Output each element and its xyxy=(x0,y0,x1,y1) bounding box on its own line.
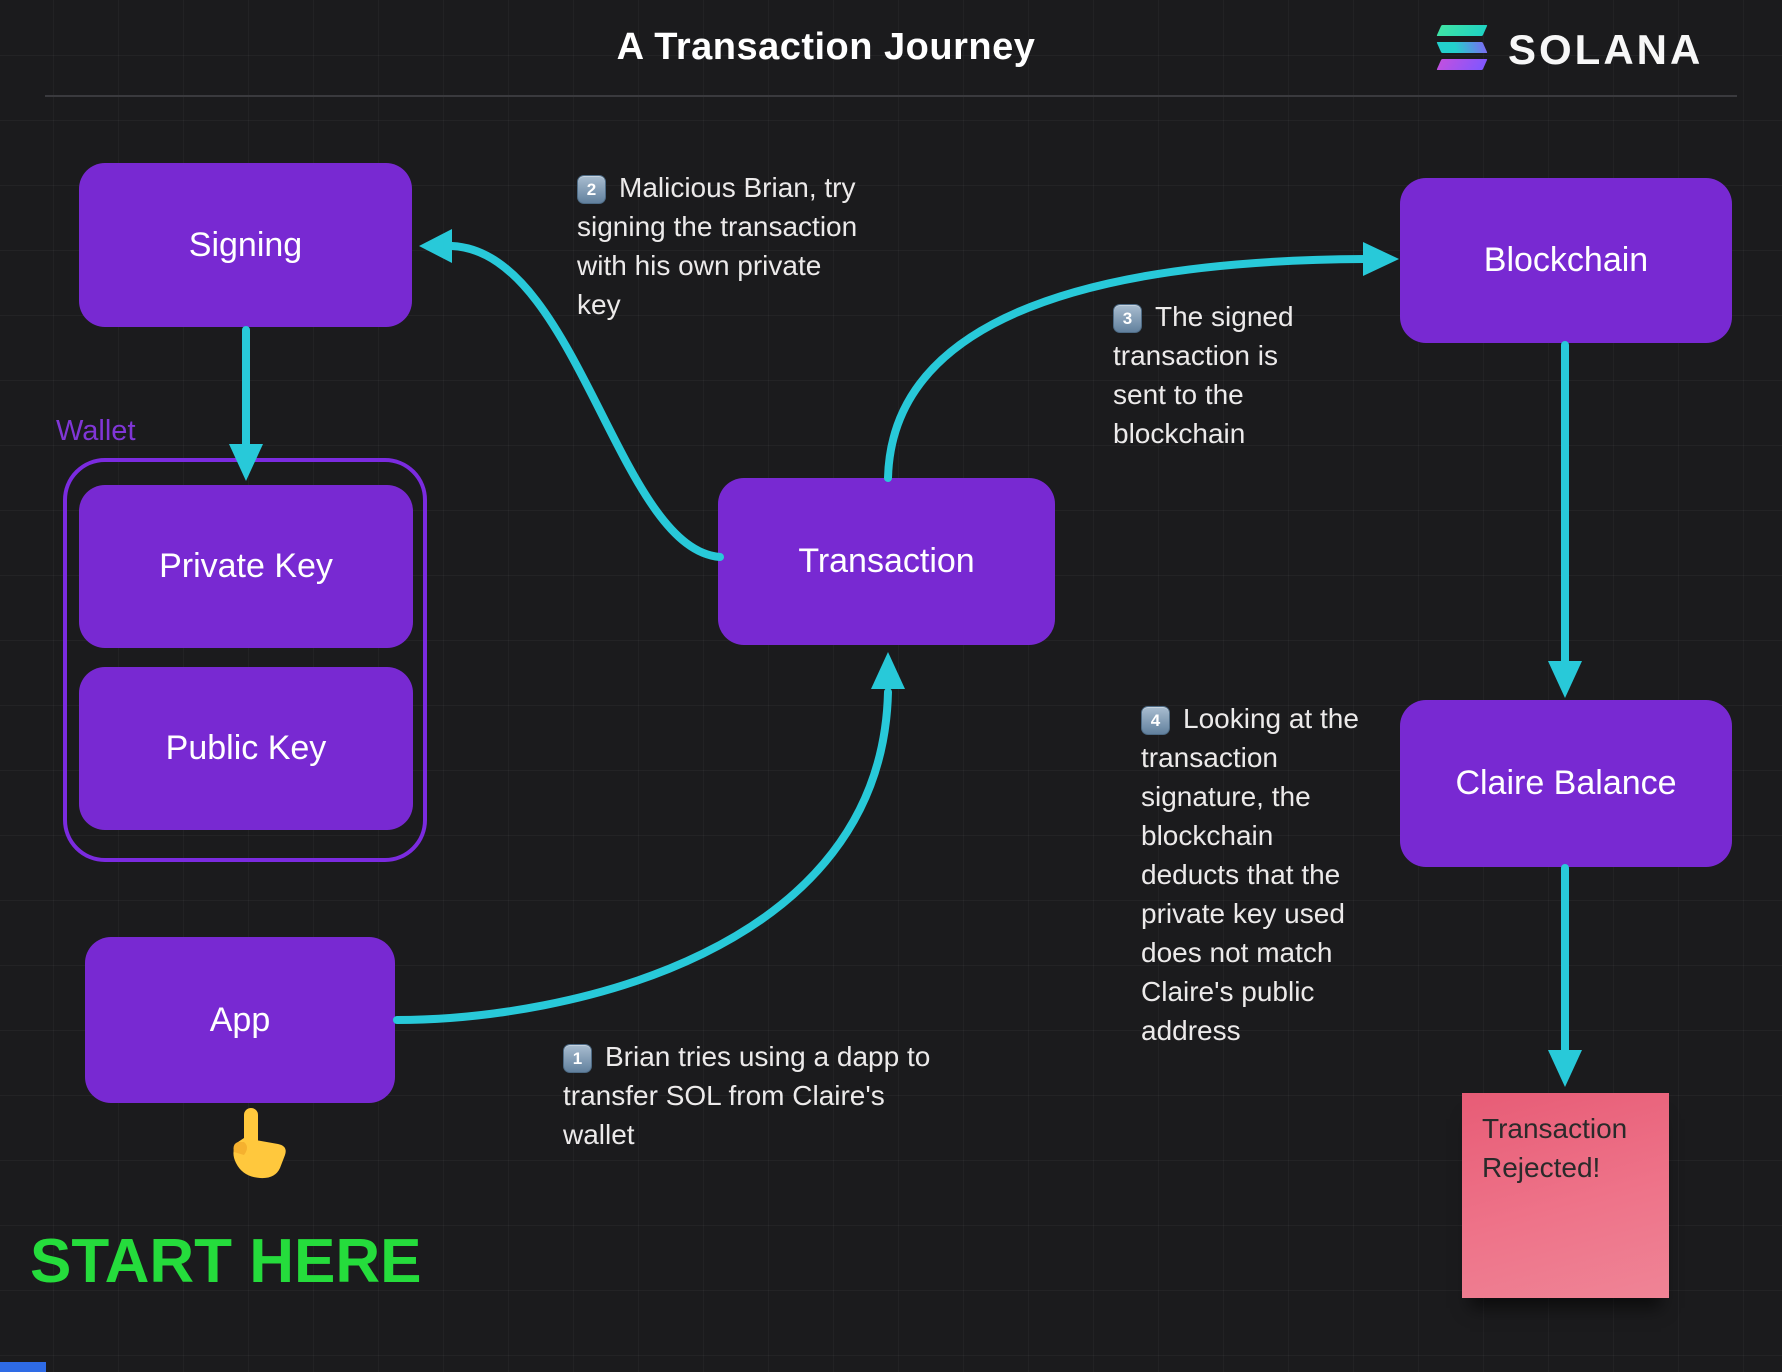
arrowhead-left-signing xyxy=(419,229,452,263)
solana-logo: SOLANA xyxy=(1430,22,1703,77)
arrowhead-right-blockchain xyxy=(1363,242,1399,276)
keycap-2-icon: 2 xyxy=(577,175,606,204)
rejection-note-text: Transaction Rejected! xyxy=(1482,1113,1628,1183)
solana-icon-bar-bottom xyxy=(1436,59,1488,70)
solana-icon xyxy=(1430,22,1494,77)
node-public-key: Public Key xyxy=(79,667,413,830)
wallet-group-label: Wallet xyxy=(56,415,136,447)
node-app-label: App xyxy=(209,1000,271,1039)
node-signing: Signing xyxy=(79,163,412,327)
node-app: App xyxy=(85,937,395,1103)
node-public-key-label: Public Key xyxy=(165,729,327,767)
pointing-up-finger-icon xyxy=(233,1108,286,1179)
node-blockchain-label: Blockchain xyxy=(1483,241,1649,279)
page-title: A Transaction Journey xyxy=(616,26,1036,68)
arrow-app-to-transaction xyxy=(393,688,892,1024)
node-private-key: Private Key xyxy=(79,485,413,648)
step-2-text: Malicious Brian, try signing the transac… xyxy=(577,172,858,320)
solana-wordmark: SOLANA xyxy=(1508,25,1704,73)
node-blockchain: Blockchain xyxy=(1400,178,1732,343)
header-divider xyxy=(45,95,1737,97)
node-transaction-label: Transaction xyxy=(798,542,975,580)
keycap-1-icon: 1 xyxy=(563,1044,592,1073)
arrowhead-up-transaction xyxy=(871,652,905,689)
solana-icon-bar-middle xyxy=(1436,42,1488,53)
start-here-label: START HERE xyxy=(30,1227,422,1296)
arrowhead-down-claire xyxy=(1548,661,1582,698)
step-1-text: Brian tries using a dapp to transfer SOL… xyxy=(563,1041,931,1150)
node-claire-balance: Claire Balance xyxy=(1400,700,1732,867)
rejection-sticky-note: Transaction Rejected! xyxy=(1462,1093,1669,1298)
keycap-4-icon: 4 xyxy=(1141,706,1170,735)
step-3-text: The signed transaction is sent to the bl… xyxy=(1113,301,1294,449)
step-4-text: Looking at the transaction signature, th… xyxy=(1141,703,1359,1046)
node-transaction: Transaction xyxy=(718,478,1055,645)
bottom-edge-strip xyxy=(0,1362,46,1372)
keycap-3-icon: 3 xyxy=(1113,304,1142,333)
node-private-key-label: Private Key xyxy=(159,547,333,585)
node-claire-balance-label: Claire Balance xyxy=(1455,764,1677,802)
solana-icon-bar-top xyxy=(1436,25,1488,36)
node-signing-label: Signing xyxy=(188,225,303,264)
arrowhead-down-note xyxy=(1548,1050,1582,1087)
